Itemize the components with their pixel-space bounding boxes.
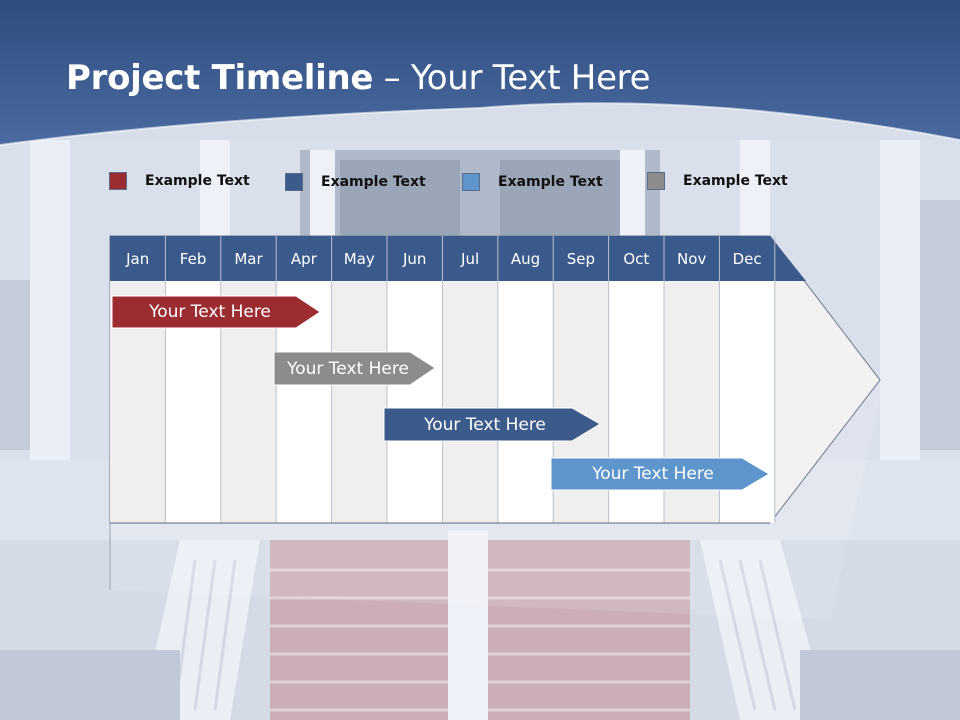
- month-label: Aug: [510, 249, 541, 268]
- timeline-bar-label-1: Your Text Here: [149, 302, 271, 322]
- legend-swatch-gray: [647, 172, 665, 190]
- month-column: [331, 281, 387, 523]
- month-label: Oct: [623, 249, 650, 268]
- legend-label: Example Text: [145, 173, 250, 189]
- legend-swatch-red: [109, 172, 127, 190]
- legend-label: Example Text: [321, 174, 426, 190]
- timeline-bar-label-4: Your Text Here: [592, 464, 714, 484]
- timeline-bar-4: [550, 457, 770, 491]
- legend-item: Example Text: [285, 171, 426, 193]
- month-label: Jun: [402, 249, 427, 268]
- title-bold: Project Timeline: [66, 58, 374, 98]
- month-label: Nov: [677, 249, 707, 268]
- month-label: Feb: [179, 249, 207, 268]
- timeline-bar-2: [273, 351, 436, 386]
- timeline-bar-1: [111, 295, 321, 329]
- legend-label: Example Text: [683, 173, 788, 189]
- legend-swatch-darkblue: [285, 173, 303, 191]
- title-subtitle: – Your Text Here: [373, 58, 651, 98]
- timeline-bar-label-2: Your Text Here: [287, 358, 409, 379]
- month-label: Dec: [732, 249, 762, 268]
- month-label: May: [343, 249, 375, 268]
- month-label: Sep: [566, 249, 596, 268]
- month-label: Jan: [126, 249, 150, 268]
- month-column: [387, 281, 443, 523]
- month-header-band: [110, 236, 806, 281]
- timeline-bar-label-3: Your Text Here: [424, 414, 546, 435]
- month-column: [497, 281, 554, 523]
- legend-item: Example Text: [462, 171, 603, 193]
- month-column: [442, 281, 498, 523]
- legend-swatch-lightblue: [462, 173, 480, 191]
- month-label: Mar: [234, 249, 263, 268]
- legend-item: Example Text: [109, 170, 250, 192]
- timeline-bar-3: [383, 407, 601, 442]
- legend-item: Example Text: [647, 170, 788, 192]
- page-title: Project Timeline – Your Text Here: [66, 58, 651, 98]
- month-label: Jul: [461, 249, 480, 268]
- month-label: Apr: [290, 249, 317, 268]
- legend-label: Example Text: [498, 174, 603, 190]
